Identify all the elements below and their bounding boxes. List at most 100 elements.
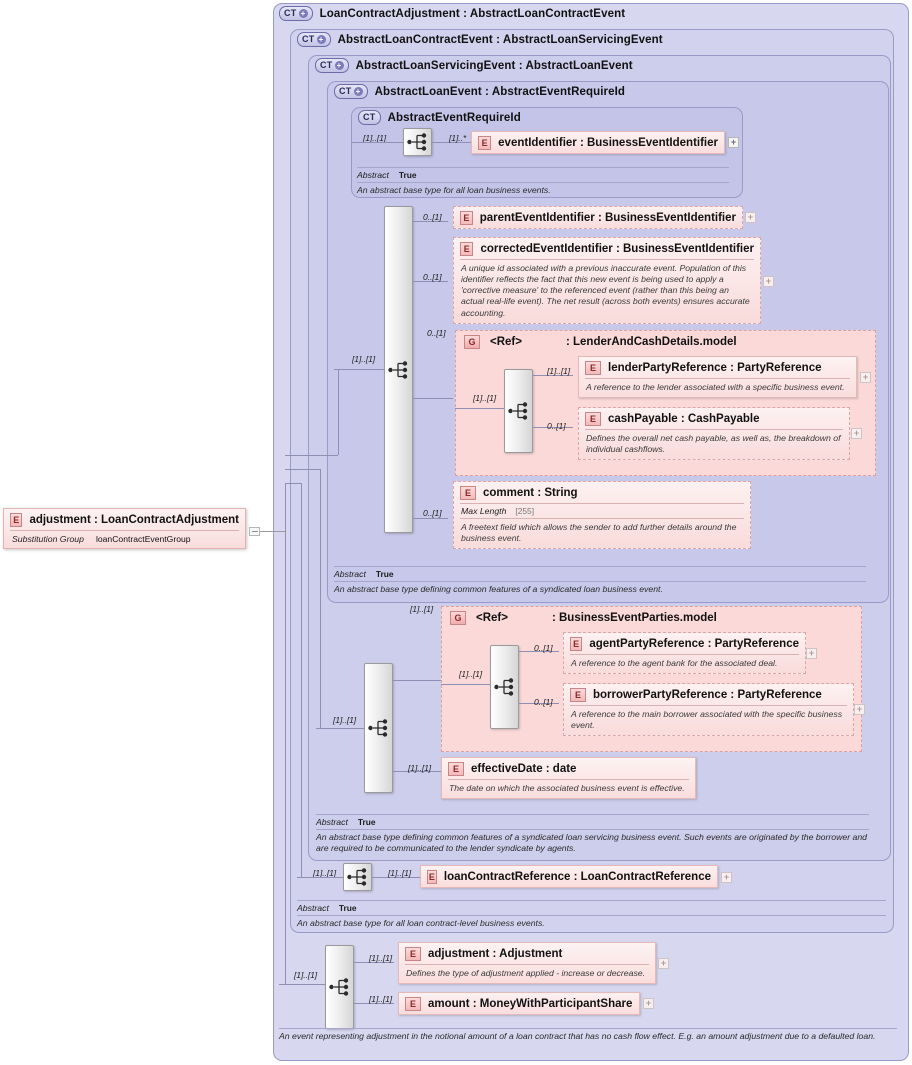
divider	[585, 378, 850, 379]
cardinality-parent-event-identifier: 0..[1]	[423, 212, 442, 222]
root-connector-stub[interactable]	[249, 527, 260, 536]
element-loan-contract-reference[interactable]: E loanContractReference : LoanContractRe…	[420, 865, 718, 888]
connector-line	[285, 531, 286, 984]
group-icon: G	[450, 611, 466, 625]
expand-plus-icon[interactable]: +	[298, 9, 308, 18]
expand-plus-icon[interactable]: +	[316, 35, 326, 44]
group-icon: G	[464, 335, 480, 349]
cardinality-lender-party-reference: [1]..[1]	[547, 366, 571, 376]
element-title-effective-date: effectiveDate : date	[471, 763, 577, 775]
sequence-icon	[507, 402, 527, 420]
divider	[297, 915, 886, 916]
divider	[357, 182, 729, 183]
expand-button-cash-payable[interactable]: +	[851, 428, 862, 439]
cardinality-agent-party-reference: 0..[1]	[534, 643, 553, 653]
connector-line	[455, 408, 504, 409]
connector-line	[354, 962, 394, 963]
connector-line	[320, 469, 321, 728]
element-header: E lenderPartyReference : PartyReference	[579, 357, 856, 378]
connector-line	[441, 684, 490, 685]
divider	[448, 779, 689, 780]
header-abstract-loan-contract-event: CT+ AbstractLoanContractEvent : Abstract…	[297, 32, 663, 47]
divider	[316, 829, 869, 830]
cardinality-lender-cash-seq: [1]..[1]	[473, 393, 497, 403]
element-header: E effectiveDate : date	[442, 758, 695, 779]
sequence-compositor-loan-event[interactable]	[384, 206, 413, 533]
connector-line	[533, 427, 573, 428]
element-amount[interactable]: E amount : MoneyWithParticipantShare	[398, 992, 640, 1015]
expand-button-amount[interactable]: +	[643, 998, 654, 1009]
element-parent-event-identifier[interactable]: E parentEventIdentifier : BusinessEventI…	[453, 206, 743, 229]
connector-line	[354, 1003, 394, 1004]
sequence-compositor-servicing[interactable]	[364, 663, 393, 793]
element-cash-payable[interactable]: E cashPayable : CashPayable Defines the …	[578, 407, 850, 461]
element-icon: E	[478, 136, 492, 150]
sequence-compositor-lender-cash[interactable]	[504, 369, 533, 453]
element-header: E eventIdentifier : BusinessEventIdentif…	[472, 132, 724, 153]
cardinality-event-identifier: [1]..*	[449, 133, 467, 143]
element-icon: E	[460, 211, 473, 225]
element-header: E borrowerPartyReference : PartyReferenc…	[564, 684, 853, 705]
cardinality-adjustment-seq: [1]..[1]	[294, 970, 318, 980]
container-title-loan-contract-adjustment: LoanContractAdjustment : AbstractLoanCon…	[319, 7, 626, 20]
element-effective-date[interactable]: E effectiveDate : date The date on which…	[441, 757, 696, 800]
sequence-icon	[328, 978, 348, 996]
element-lender-party-reference[interactable]: E lenderPartyReference : PartyReference …	[578, 356, 857, 399]
connector-line	[279, 984, 325, 985]
element-header: E adjustment : Adjustment	[399, 943, 655, 964]
expand-button-event-identifier[interactable]: +	[728, 137, 739, 148]
expand-button-loan-contract-reference[interactable]: +	[721, 872, 732, 883]
element-title-comment: comment : String	[483, 487, 578, 499]
element-description-agent-party-reference: A reference to the agent bank for the as…	[571, 658, 778, 668]
sequence-compositor-parties[interactable]	[490, 645, 519, 729]
cardinality-loan-contract-reference: [1]..[1]	[388, 868, 412, 878]
group-type-business-event-parties: : BusinessEventParties.model	[551, 612, 717, 624]
divider	[334, 566, 866, 567]
abstract-row: Abstract True	[297, 903, 357, 913]
expand-button-borrower-party-reference[interactable]: +	[854, 704, 865, 715]
connector-line	[413, 221, 448, 222]
divider	[585, 429, 843, 430]
expand-button-agent-party-reference[interactable]: +	[806, 648, 817, 659]
expand-button-adjustment[interactable]: +	[658, 958, 669, 969]
cardinality-event-require-id-seq: [1]..[1]	[363, 133, 387, 143]
sequence-compositor-adjustment[interactable]	[325, 945, 354, 1029]
element-header: E adjustment : LoanContractAdjustment	[4, 509, 245, 530]
element-header: E comment : String	[454, 482, 750, 503]
element-corrected-event-identifier[interactable]: E correctedEventIdentifier : BusinessEve…	[453, 237, 761, 324]
expand-plus-icon[interactable]: +	[334, 61, 344, 70]
element-comment[interactable]: E comment : String Max Length [255] A fr…	[453, 481, 751, 550]
element-agent-party-reference[interactable]: E agentPartyReference : PartyReference A…	[563, 632, 806, 675]
sequence-compositor-contract-event[interactable]	[343, 863, 372, 891]
expand-button-corrected-event-identifier[interactable]: +	[763, 276, 774, 287]
annotation-loan-contract-adjustment: An event representing adjustment in the …	[279, 1031, 876, 1041]
cardinality-corrected-event-identifier: 0..[1]	[423, 272, 442, 282]
sequence-compositor-event-require-id[interactable]	[403, 128, 432, 156]
element-icon: E	[460, 486, 476, 500]
root-element-adjustment[interactable]: E adjustment : LoanContractAdjustment Su…	[3, 508, 246, 549]
element-borrower-party-reference[interactable]: E borrowerPartyReference : PartyReferenc…	[563, 683, 854, 737]
element-icon: E	[405, 947, 421, 961]
connector-line	[285, 483, 301, 484]
divider	[357, 167, 729, 168]
complex-type-icon: CT+	[315, 58, 349, 73]
expand-button-parent-event-identifier[interactable]: +	[745, 212, 756, 223]
expand-plus-icon[interactable]: +	[353, 87, 363, 96]
connector-line	[285, 483, 286, 531]
footer-abstract-loan-contract-event: Abstract True An abstract base type for …	[297, 900, 886, 929]
expand-button-lender-party-reference[interactable]: +	[860, 372, 871, 383]
sequence-icon	[346, 868, 366, 886]
element-header: E correctedEventIdentifier : BusinessEve…	[454, 238, 760, 259]
element-title-adjustment: adjustment : Adjustment	[428, 948, 563, 960]
annotation-abstract-loan-event: An abstract base type defining common fe…	[334, 584, 663, 594]
header-abstract-loan-servicing-event: CT+ AbstractLoanServicingEvent : Abstrac…	[315, 58, 633, 73]
element-event-identifier[interactable]: E eventIdentifier : BusinessEventIdentif…	[471, 131, 725, 154]
connector-line	[533, 375, 573, 376]
element-icon: E	[570, 637, 583, 651]
cardinality-business-event-parties: [1]..[1]	[410, 604, 434, 614]
element-adjustment[interactable]: E adjustment : Adjustment Defines the ty…	[398, 942, 656, 985]
element-icon: E	[10, 513, 23, 527]
footer-loan-contract-adjustment: An event representing adjustment in the …	[279, 1028, 897, 1042]
element-icon: E	[585, 361, 601, 375]
divider	[334, 581, 866, 582]
